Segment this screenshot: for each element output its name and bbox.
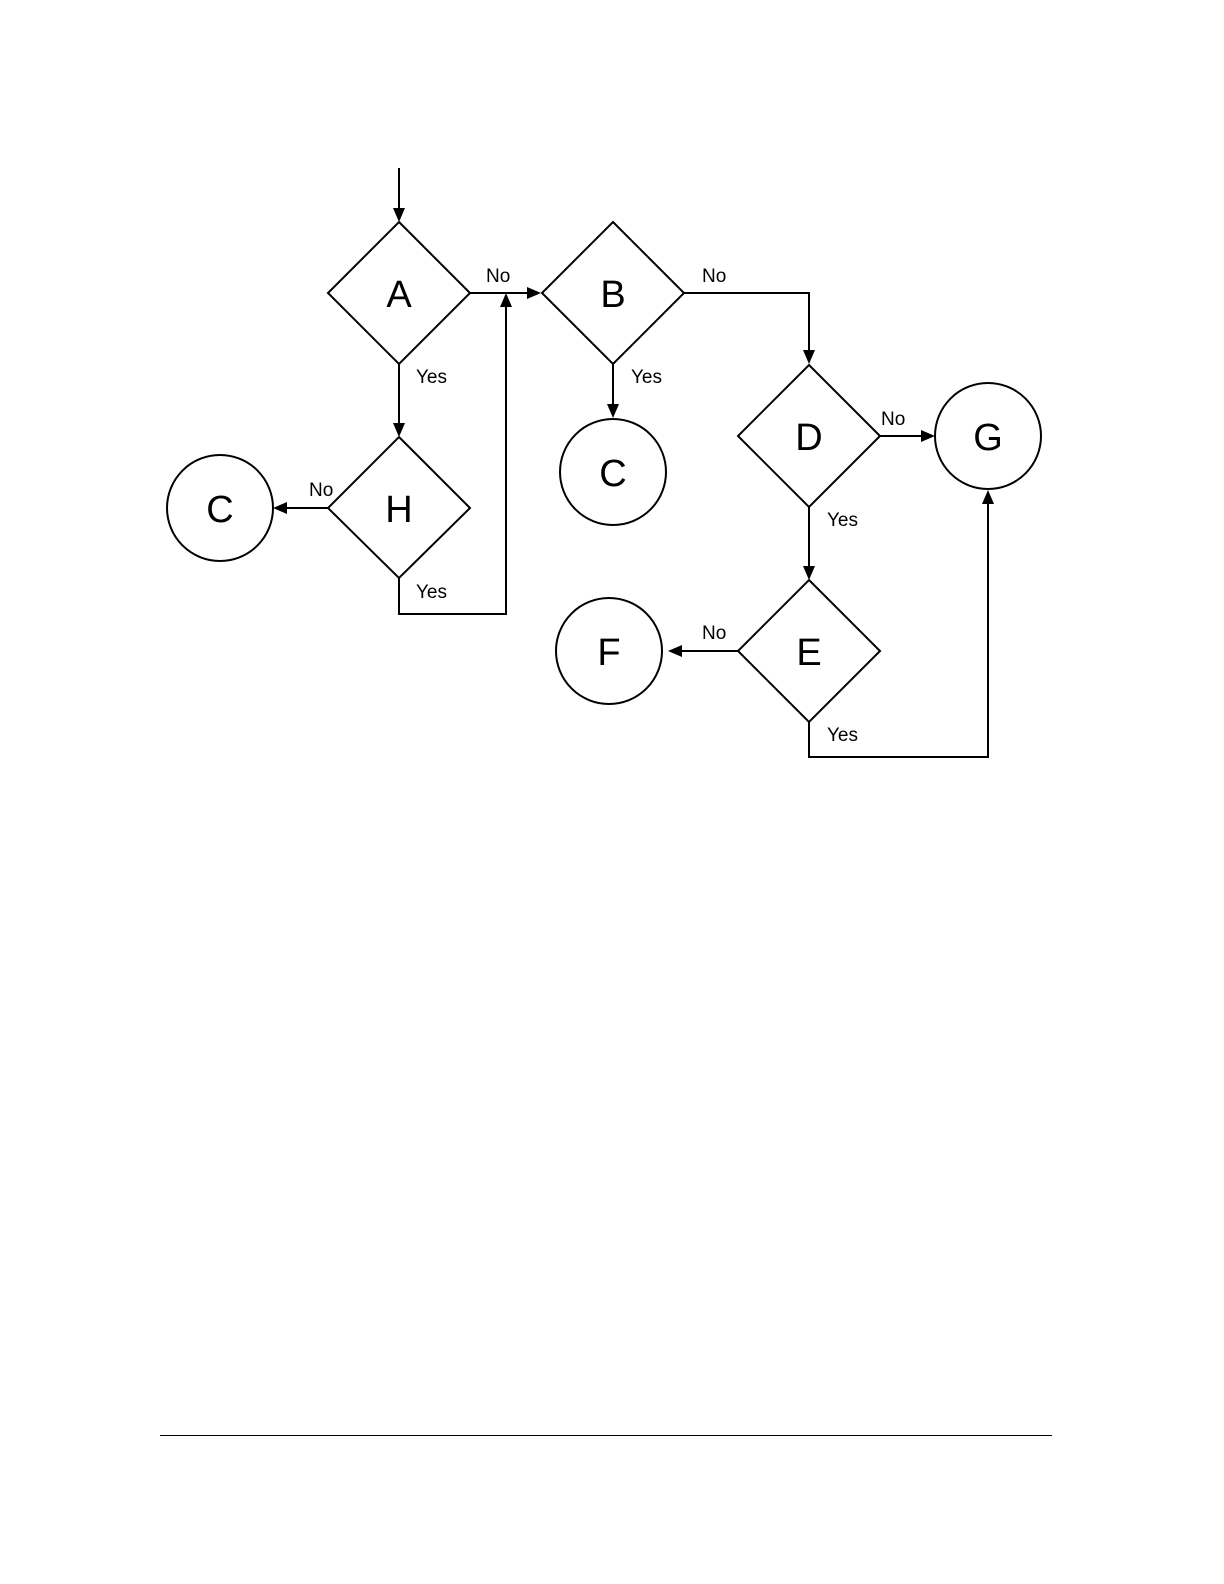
edge-label-d-no: No (881, 409, 905, 430)
decision-e-label: E (796, 632, 821, 674)
arrowhead-e-yes (982, 490, 994, 504)
decision-h: H (328, 437, 470, 578)
entry-arrowhead (393, 208, 405, 222)
arrowhead-e-no (668, 645, 682, 657)
terminal-c-left-label: C (206, 489, 233, 531)
decision-e: E (738, 580, 880, 722)
decision-d: D (738, 365, 880, 507)
arrowhead-d-yes (803, 566, 815, 580)
arrowhead-h-no (273, 502, 287, 514)
decision-a: A (328, 222, 470, 364)
connector-b-no (684, 293, 809, 350)
edge-label-b-yes: Yes (631, 367, 662, 388)
arrowhead-b-yes (607, 404, 619, 418)
decision-b: B (542, 222, 684, 364)
terminal-c-mid: C (560, 419, 666, 525)
edge-label-e-yes: Yes (827, 725, 858, 746)
decision-d-label: D (795, 417, 822, 459)
arrowhead-a-no (527, 287, 541, 299)
edge-label-h-no: No (309, 480, 333, 501)
arrowhead-b-no (803, 350, 815, 364)
terminal-g: G (935, 383, 1041, 489)
arrowhead-a-yes (393, 423, 405, 437)
terminal-c-mid-label: C (599, 453, 626, 495)
terminal-f: F (556, 598, 662, 704)
edge-label-a-yes: Yes (416, 367, 447, 388)
edge-label-b-no: No (702, 266, 726, 287)
edge-label-e-no: No (702, 623, 726, 644)
edge-label-d-yes: Yes (827, 510, 858, 531)
decision-a-label: A (386, 274, 412, 316)
edge-label-a-no: No (486, 266, 510, 287)
terminal-g-label: G (973, 417, 1003, 459)
decision-b-label: B (600, 274, 625, 316)
terminal-c-left: C (167, 455, 273, 561)
footer-rule (160, 1435, 1052, 1436)
decision-h-label: H (385, 489, 412, 531)
terminal-f-label: F (597, 632, 620, 674)
arrowhead-h-yes (500, 293, 512, 307)
edge-label-h-yes: Yes (416, 582, 447, 603)
arrowhead-d-no (921, 430, 935, 442)
